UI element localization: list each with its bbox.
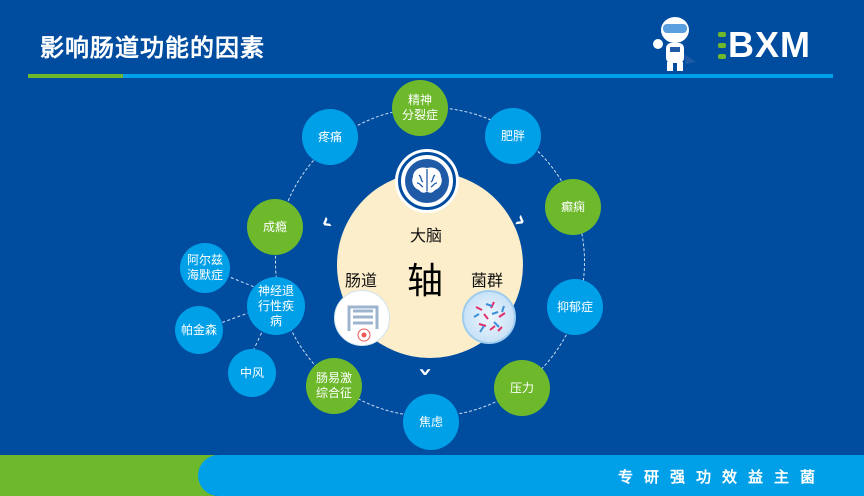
factor-node: 肥胖 <box>485 108 541 164</box>
bacteria-icon <box>462 290 516 344</box>
connector <box>225 275 254 288</box>
factor-node: 癫痫 <box>545 179 601 235</box>
label-brain: 大脑 <box>410 226 443 245</box>
footer-green-band <box>0 455 215 496</box>
label-microbiota: 菌群 <box>471 271 504 290</box>
footer-slogan: 专研强功效益主菌 <box>617 468 826 486</box>
factor-node: 疼痛 <box>302 109 358 165</box>
factor-node: 压力 <box>494 360 550 416</box>
neuro-sub-node: 帕金森 <box>175 306 223 354</box>
factor-node: 成瘾 <box>247 199 303 255</box>
connector <box>222 311 251 323</box>
label-axis: 轴 <box>407 261 444 302</box>
footer-blue-band <box>198 455 864 496</box>
mascot-icon <box>653 17 696 71</box>
factor-node: 焦虑 <box>403 394 459 450</box>
logo-bars-icon <box>718 31 726 59</box>
page-title: 影响肠道功能的因素 <box>40 34 265 62</box>
intestine-icon <box>334 290 390 346</box>
neuro-sub-node: 中风 <box>228 349 276 397</box>
title-underline-green <box>28 74 123 78</box>
factor-node: 肠易激 综合征 <box>306 358 362 414</box>
label-gut: 肠道 <box>345 271 378 290</box>
factor-node: 神经退 行性疾 病 <box>247 277 305 335</box>
brand-logo: BXM <box>718 24 811 66</box>
arrow-down-icon: › <box>411 367 440 377</box>
title-underline-blue <box>123 74 833 78</box>
neuro-sub-node: 阿尔兹 海默症 <box>180 243 230 293</box>
brain-icon <box>398 152 456 210</box>
logo-text: BXM <box>728 24 811 65</box>
factor-node: 精神 分裂症 <box>392 80 448 136</box>
factor-node: 抑郁症 <box>547 279 603 335</box>
